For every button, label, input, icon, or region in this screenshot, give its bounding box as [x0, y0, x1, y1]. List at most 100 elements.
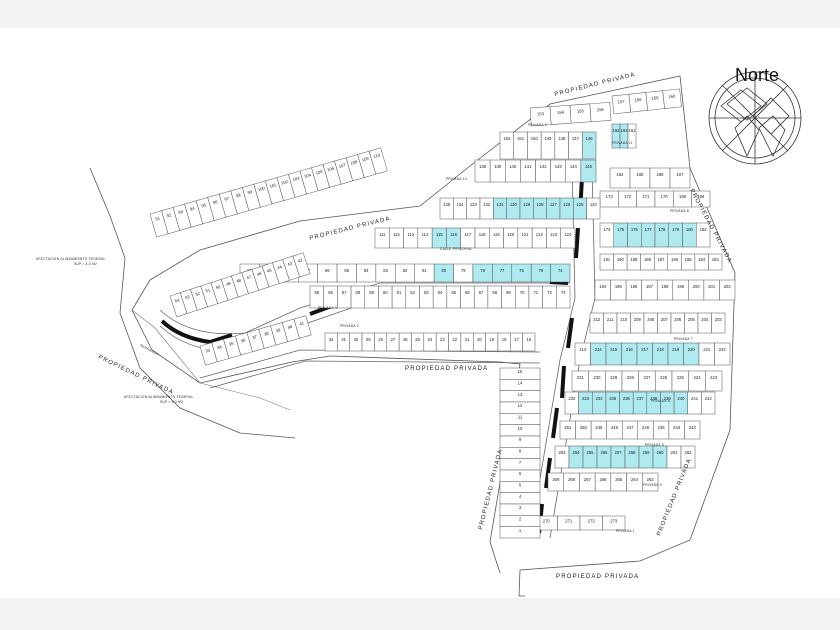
lot[interactable] — [453, 263, 474, 283]
lot[interactable] — [423, 332, 437, 352]
lot[interactable] — [711, 312, 726, 334]
lot[interactable] — [714, 342, 731, 366]
lot[interactable] — [559, 420, 576, 440]
lot-highlighted[interactable] — [472, 263, 493, 283]
lot[interactable] — [701, 391, 716, 415]
lot[interactable] — [602, 515, 626, 531]
lot[interactable] — [611, 93, 632, 115]
lot[interactable] — [668, 420, 685, 440]
lot[interactable] — [588, 370, 606, 392]
lot[interactable] — [657, 312, 672, 334]
lot[interactable] — [638, 370, 656, 392]
lot[interactable] — [374, 227, 390, 249]
lot[interactable] — [517, 227, 533, 249]
lot[interactable] — [556, 285, 571, 309]
lot[interactable] — [417, 227, 433, 249]
lot[interactable] — [292, 252, 311, 278]
lot-highlighted[interactable] — [550, 263, 571, 283]
lot[interactable] — [616, 312, 631, 334]
lot[interactable] — [361, 332, 375, 352]
lot[interactable] — [386, 332, 400, 352]
lot[interactable] — [610, 279, 627, 301]
lot-highlighted[interactable] — [530, 263, 551, 283]
lot[interactable] — [656, 279, 674, 301]
lot[interactable] — [499, 526, 541, 539]
lot[interactable] — [621, 370, 639, 392]
lot[interactable] — [403, 227, 419, 249]
lot[interactable] — [395, 263, 415, 283]
lot[interactable] — [610, 472, 627, 492]
lot[interactable] — [684, 420, 701, 440]
lot[interactable] — [594, 472, 612, 492]
lot[interactable] — [603, 312, 618, 334]
lot[interactable] — [575, 420, 592, 440]
lot[interactable] — [697, 312, 712, 334]
lot[interactable] — [547, 472, 564, 492]
lot[interactable] — [474, 227, 490, 249]
lot[interactable] — [489, 227, 504, 249]
lot-highlighted[interactable] — [580, 159, 597, 183]
lot[interactable] — [497, 332, 511, 352]
lot[interactable] — [522, 332, 536, 352]
lot[interactable] — [627, 123, 637, 149]
lot[interactable] — [586, 197, 601, 220]
lot[interactable] — [605, 370, 623, 392]
lot[interactable] — [368, 147, 388, 175]
lot[interactable] — [374, 332, 388, 352]
lot-highlighted[interactable] — [446, 227, 461, 249]
lot[interactable] — [672, 279, 689, 301]
lot[interactable] — [571, 370, 589, 392]
lot[interactable] — [696, 222, 711, 248]
lot[interactable] — [649, 167, 671, 189]
lot[interactable] — [411, 332, 425, 352]
lot[interactable] — [630, 312, 645, 334]
lot[interactable] — [703, 279, 720, 301]
lot[interactable] — [293, 315, 312, 339]
lot[interactable] — [719, 279, 736, 301]
lot-highlighted[interactable] — [582, 131, 597, 160]
lot[interactable] — [641, 279, 658, 301]
lot[interactable] — [531, 227, 547, 249]
lot[interactable] — [684, 312, 699, 334]
lot-highlighted[interactable] — [492, 263, 513, 283]
lot[interactable] — [398, 332, 412, 352]
lot[interactable] — [629, 167, 651, 189]
lot[interactable] — [653, 420, 670, 440]
lot[interactable] — [356, 263, 377, 283]
lot[interactable] — [594, 279, 611, 301]
lot[interactable] — [590, 420, 607, 440]
lot[interactable] — [643, 312, 658, 334]
lot[interactable] — [546, 227, 561, 249]
lot[interactable] — [560, 227, 576, 249]
lot[interactable] — [621, 420, 639, 440]
lot[interactable] — [669, 167, 691, 189]
lot[interactable] — [637, 420, 654, 440]
lot[interactable] — [503, 227, 519, 249]
lot[interactable] — [662, 88, 682, 109]
lot[interactable] — [680, 445, 696, 469]
lot[interactable] — [337, 332, 350, 352]
lot[interactable] — [563, 472, 580, 492]
lot[interactable] — [435, 332, 449, 352]
lot[interactable] — [589, 102, 612, 123]
lot[interactable] — [336, 263, 357, 283]
lot[interactable] — [688, 279, 705, 301]
lot[interactable] — [642, 472, 659, 492]
lot[interactable] — [485, 332, 499, 352]
lot[interactable] — [708, 253, 723, 271]
lot[interactable] — [655, 370, 673, 392]
lot[interactable] — [589, 312, 604, 334]
lot[interactable] — [324, 332, 338, 352]
lot-highlighted[interactable] — [511, 263, 532, 283]
lot[interactable] — [460, 227, 476, 249]
lot[interactable] — [460, 332, 474, 352]
lot[interactable] — [625, 279, 642, 301]
lot[interactable] — [375, 263, 396, 283]
lot[interactable] — [448, 332, 462, 352]
lot[interactable] — [705, 370, 723, 392]
lot[interactable] — [626, 472, 643, 492]
lot-highlighted[interactable] — [431, 227, 447, 249]
lot[interactable] — [606, 420, 623, 440]
lot[interactable] — [349, 332, 363, 352]
lot[interactable] — [609, 167, 631, 189]
